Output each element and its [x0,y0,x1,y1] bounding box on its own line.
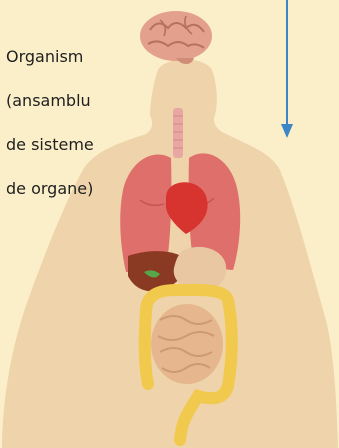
caption-line: Organism [6,46,126,68]
arrow-down-icon [281,0,293,138]
intestines-icon [151,304,223,384]
brain-icon [140,11,212,64]
organism-caption: Organism (ansamblu de sisteme de organe) [6,24,126,222]
stomach-icon [174,247,226,290]
caption-line: de sisteme [6,134,126,156]
caption-line: (ansamblu [6,90,126,112]
caption-line: de organe) [6,178,126,200]
